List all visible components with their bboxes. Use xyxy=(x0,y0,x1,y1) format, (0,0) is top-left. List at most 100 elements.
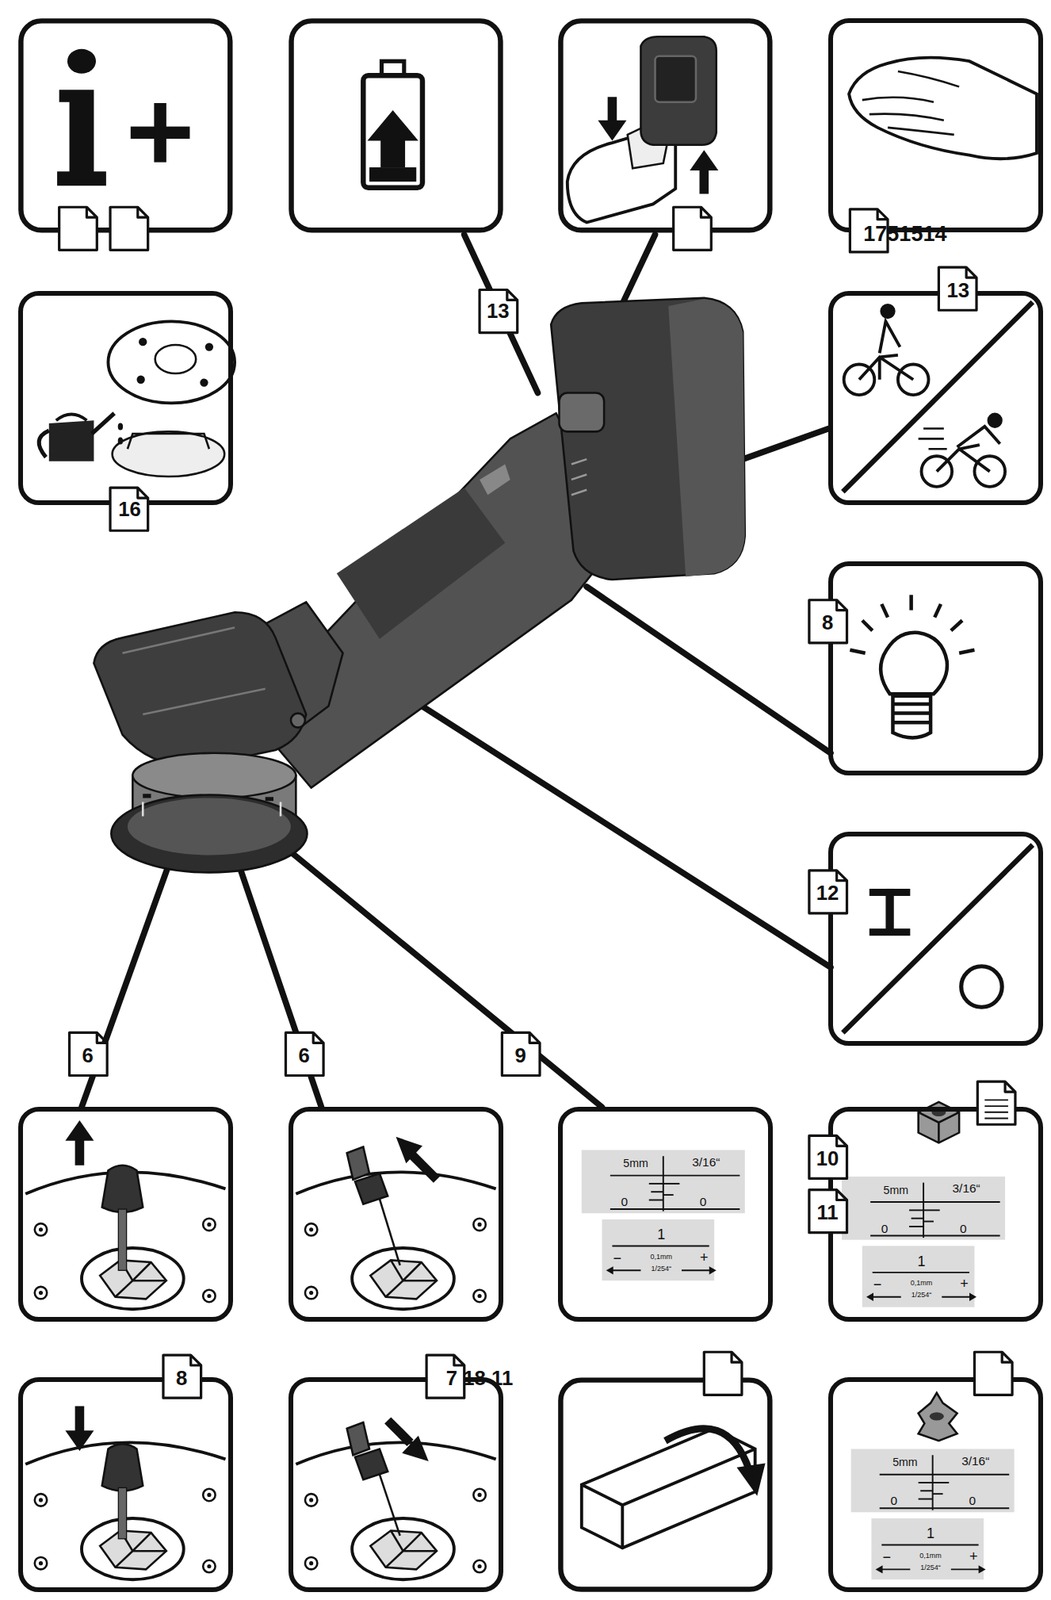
instruction-panel: 10115mm3/16“001−0,1mm+1/254“ xyxy=(828,1106,1043,1321)
lamp-symbol xyxy=(849,594,975,738)
page-icons xyxy=(110,206,149,250)
scale-text: 5mm xyxy=(622,1157,648,1169)
scale-text: 0 xyxy=(969,1494,977,1506)
scale-text: 3/16“ xyxy=(691,1155,720,1168)
scale-text: − xyxy=(873,1276,883,1292)
oiling-symbol xyxy=(112,431,226,477)
oiling-symbol xyxy=(49,420,95,461)
lamp-symbol xyxy=(959,649,975,654)
roller-out xyxy=(355,1173,388,1204)
page-icons xyxy=(938,267,977,310)
scale-text: 0,1mm xyxy=(910,1280,933,1288)
callout-number: 13 xyxy=(947,280,971,302)
battery-symbol xyxy=(366,110,418,168)
lamp-symbol xyxy=(934,603,941,618)
angle-tool xyxy=(93,611,306,766)
roller-out xyxy=(295,1136,496,1310)
callout-number: 11 xyxy=(816,1202,838,1223)
callout-number: 16 xyxy=(118,500,142,521)
page-icons xyxy=(59,206,98,250)
scale-text: 0,1mm xyxy=(919,1551,942,1560)
roller-in xyxy=(347,1421,370,1455)
roller-in xyxy=(295,1419,496,1579)
page-icons xyxy=(501,1031,540,1075)
angle-tool xyxy=(93,298,745,873)
oiling-symbol xyxy=(56,414,88,421)
battery-symbol xyxy=(363,75,423,188)
leader-lines xyxy=(290,852,603,1108)
angle-tool xyxy=(668,298,746,577)
scale-text: 0,1mm xyxy=(649,1253,673,1261)
bicycle-symbol xyxy=(957,426,1001,448)
oiling-symbol xyxy=(38,430,50,457)
lamp-symbol xyxy=(892,702,931,707)
angle-tool xyxy=(336,487,505,639)
callout-number: 1751514 xyxy=(863,223,947,245)
scale-text: 3/16“ xyxy=(961,1454,990,1467)
scale-text: 0 xyxy=(699,1195,708,1208)
illustration xyxy=(841,1176,1006,1308)
lamp-symbol xyxy=(951,619,963,631)
info-symbol xyxy=(153,103,166,163)
roller-in xyxy=(355,1448,388,1480)
oiling-symbol xyxy=(199,378,208,387)
battery-insert-panel xyxy=(560,20,770,230)
scale-text: 0 xyxy=(881,1222,889,1235)
illustration xyxy=(851,1448,1015,1580)
callout-number: 6 xyxy=(82,1045,94,1067)
star-nut-symbol xyxy=(918,1392,958,1441)
illustration xyxy=(581,1149,746,1281)
info-panel xyxy=(20,20,230,230)
bicycle-symbol xyxy=(859,355,914,380)
callout-number: 8 xyxy=(821,612,834,634)
scale-text: 1/254“ xyxy=(911,1291,933,1300)
pin-down xyxy=(64,1429,94,1451)
oiling-symbol xyxy=(205,342,214,351)
bicycle-symbol xyxy=(881,305,894,318)
pin-up xyxy=(102,1165,143,1212)
callout-number: 13 xyxy=(486,301,510,322)
scale-text: − xyxy=(882,1549,891,1564)
battery-insert xyxy=(607,96,618,123)
pin-up xyxy=(64,1119,94,1141)
page-icons xyxy=(479,290,518,333)
roller-in xyxy=(379,1474,401,1536)
hand-symbol xyxy=(848,57,1037,160)
star-nut-symbol xyxy=(929,1411,944,1420)
star-nut-symbol xyxy=(918,1392,958,1441)
scale-text: + xyxy=(699,1249,709,1265)
callout-number: 8 xyxy=(175,1368,188,1389)
scale-text: 0 xyxy=(890,1494,898,1506)
leader-lines xyxy=(81,234,831,1107)
angle-tool xyxy=(122,626,265,714)
scale-text: − xyxy=(613,1250,623,1266)
roller-in xyxy=(401,1435,429,1461)
oiling-symbol xyxy=(118,422,123,430)
angle-tool xyxy=(550,298,746,580)
pin-down xyxy=(102,1443,143,1491)
callout-number: 12 xyxy=(816,883,840,905)
battery-insert xyxy=(597,120,627,142)
oiling-symbol xyxy=(127,433,210,449)
scale-text: 5mm xyxy=(883,1184,909,1196)
oiling-symbol xyxy=(38,321,235,477)
callout-number: 7 18 11 xyxy=(446,1368,513,1389)
angle-tool xyxy=(248,412,594,788)
pin-down xyxy=(25,1441,226,1579)
scale-text: 1/254“ xyxy=(920,1564,941,1572)
callout-number: 10 xyxy=(816,1148,840,1170)
page-icons xyxy=(673,206,712,250)
scale-text: 5mm xyxy=(892,1456,918,1468)
switch-symbol xyxy=(842,844,1032,1033)
scale-text: 1 xyxy=(657,1226,665,1242)
switch-symbol xyxy=(842,844,1032,1033)
lamp-symbol xyxy=(862,619,873,631)
nut-symbol xyxy=(918,1112,960,1143)
angle-tool xyxy=(571,458,587,495)
instruction-panel: 7 18 11 xyxy=(288,1376,503,1591)
page-icons xyxy=(163,1354,202,1398)
instruction-panel: 6 xyxy=(288,1106,503,1321)
scale-text: 1/254“ xyxy=(650,1265,672,1273)
packaging-symbol xyxy=(581,1428,766,1548)
